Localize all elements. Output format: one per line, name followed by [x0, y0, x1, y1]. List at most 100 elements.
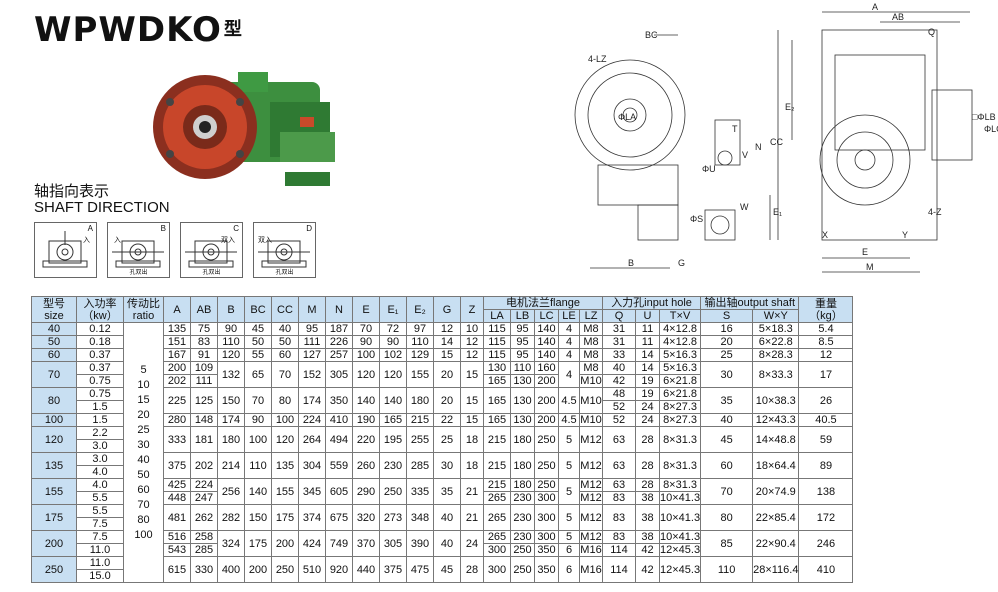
table-cell: 18×64.4 — [752, 452, 800, 479]
label-e: E — [862, 247, 868, 257]
table-cell: 52 — [602, 400, 636, 414]
table-cell: 215 — [483, 478, 511, 492]
table-cell: 180 — [510, 478, 535, 492]
label-cc: CC — [770, 137, 783, 147]
table-cell: 175 — [271, 504, 299, 531]
table-cell: 140 — [352, 387, 380, 414]
table-cell: 148 — [190, 413, 218, 427]
table-cell: 12 — [460, 335, 484, 349]
table-cell: 40 — [700, 413, 754, 427]
table-cell: 80 — [271, 387, 299, 414]
table-cell: 109 — [190, 361, 218, 375]
header-flange: 电机法兰flange — [483, 296, 603, 310]
table-cell: 95 — [510, 348, 535, 362]
table-cell: 0.12 — [76, 322, 124, 336]
table-cell: 14 — [635, 361, 660, 375]
header-subcol: LC — [534, 309, 559, 323]
table-cell: 200 — [271, 530, 299, 557]
table-cell: 320 — [352, 504, 380, 531]
table-cell: 22 — [433, 413, 461, 427]
direction-panel-d: D 双入 孔双出 — [253, 222, 316, 278]
table-cell: 80 — [700, 504, 754, 531]
table-cell: 2.2 — [76, 426, 124, 440]
table-cell: 5.4 — [798, 322, 854, 336]
table-cell: 330 — [190, 556, 218, 583]
table-cell: 4 — [558, 335, 580, 349]
table-cell: 40 — [31, 322, 77, 336]
table-cell: 282 — [217, 504, 245, 531]
header-col: Z — [460, 296, 484, 323]
table-cell: 300 — [483, 543, 511, 557]
header-col: B — [217, 296, 245, 323]
table-cell: 70 — [700, 478, 754, 505]
table-cell: 12×43.3 — [752, 413, 800, 427]
table-cell: 247 — [190, 491, 218, 505]
label-4z: 4-Z — [928, 207, 942, 217]
table-cell: 225 — [163, 387, 191, 414]
table-cell: 100 — [244, 426, 272, 453]
table-cell: 28 — [635, 478, 660, 492]
table-cell: 5×18.3 — [752, 322, 800, 336]
table-cell: 285 — [406, 452, 434, 479]
table-cell: 5×16.3 — [658, 348, 702, 362]
table-cell: 129 — [406, 348, 434, 362]
header-input: 入力孔input hole — [601, 296, 702, 310]
table-cell: 215 — [483, 426, 511, 453]
table-cell: 250 — [534, 452, 559, 479]
table-cell: 333 — [163, 426, 191, 453]
table-cell: 165 — [379, 413, 407, 427]
ratio-value: 25 — [137, 423, 150, 436]
table-cell: 425 — [163, 478, 191, 492]
table-cell: 300 — [483, 556, 511, 583]
table-cell: 12×45.3 — [658, 543, 702, 557]
table-cell: 250 — [379, 478, 407, 505]
table-cell: 230 — [379, 452, 407, 479]
table-cell: 45 — [244, 322, 272, 336]
table-cell: 167 — [163, 348, 191, 362]
table-cell: 28 — [635, 426, 660, 453]
table-cell: M10 — [579, 374, 603, 388]
direction-panel-b: B 入 孔双出 — [107, 222, 170, 278]
table-cell: 110 — [244, 452, 272, 479]
table-cell: 63 — [602, 426, 636, 453]
table-cell: 424 — [298, 530, 326, 557]
ratio-value: 10 — [137, 378, 150, 391]
table-cell: 19 — [635, 374, 660, 388]
table-cell: 26 — [798, 387, 854, 414]
table-cell: 11.0 — [76, 556, 124, 570]
table-cell: 200 — [534, 413, 559, 427]
label-bc: BC — [645, 30, 658, 40]
table-cell: 35 — [700, 387, 754, 414]
table-cell: 1.5 — [76, 413, 124, 427]
table-cell: 4 — [558, 348, 580, 362]
table-cell: 15 — [460, 387, 484, 414]
table-cell: 3.0 — [76, 452, 124, 466]
table-cell: 324 — [217, 530, 245, 557]
table-cell: 265 — [483, 530, 511, 544]
table-cell: 11.0 — [76, 543, 124, 557]
table-cell: M12 — [579, 426, 603, 453]
table-cell: 6×21.8 — [658, 387, 702, 401]
table-cell: 115 — [483, 335, 511, 349]
table-cell: 155 — [271, 478, 299, 505]
table-cell: 90 — [244, 413, 272, 427]
table-cell: 65 — [244, 361, 272, 388]
table-cell: 0.75 — [76, 374, 124, 388]
header-subcol: S — [700, 309, 754, 323]
table-cell: 83 — [602, 491, 636, 505]
table-cell: 481 — [163, 504, 191, 531]
header-col: AB — [190, 296, 218, 323]
label-e1: E₁ — [773, 207, 782, 217]
table-cell: 1.5 — [76, 400, 124, 414]
table-cell: 63 — [602, 478, 636, 492]
table-cell: 375 — [379, 556, 407, 583]
table-cell: 20×74.9 — [752, 478, 800, 505]
table-cell: 40.5 — [798, 413, 854, 427]
table-cell: M8 — [579, 348, 603, 362]
table-cell: 40 — [602, 361, 636, 375]
